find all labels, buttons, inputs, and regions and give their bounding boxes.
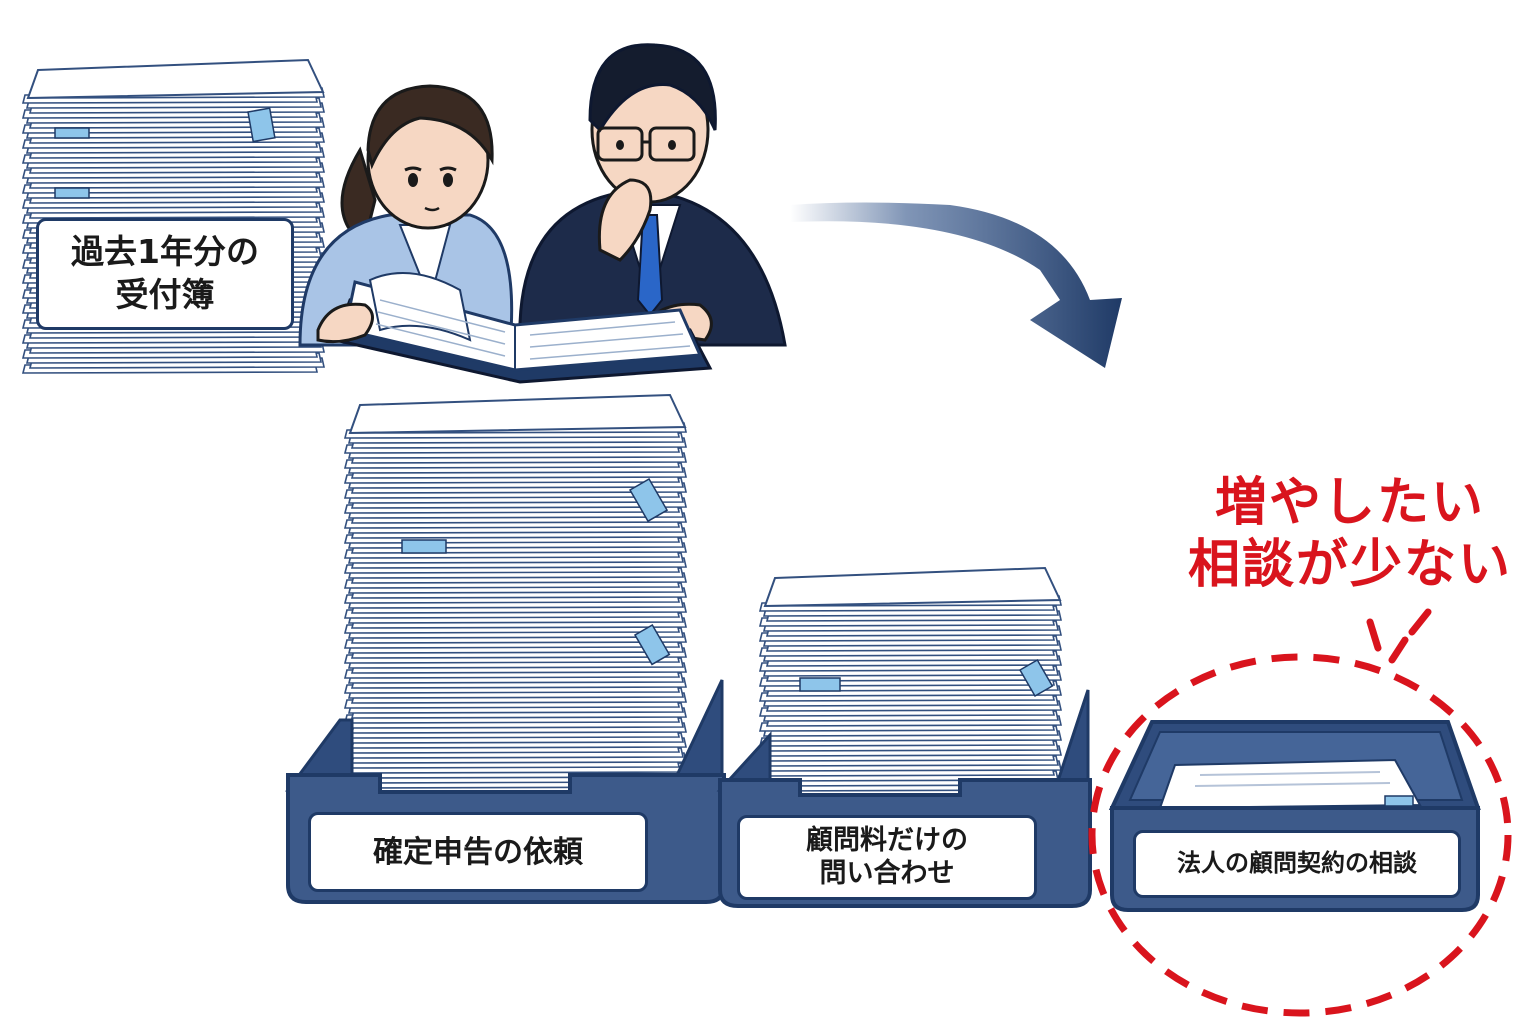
fee-inquiry-paper-stack xyxy=(758,566,1062,802)
callout-line2: 相談が少ない xyxy=(1187,535,1512,596)
ledger-label-line2: 受付簿 xyxy=(115,275,215,314)
emphasis-marks xyxy=(1366,608,1432,664)
tray-label-tax-return: 確定申告の依頼 xyxy=(308,812,648,892)
open-ledger-book xyxy=(316,271,713,384)
man-staff xyxy=(518,43,787,347)
tax-return-paper-stack xyxy=(343,393,687,804)
tray-label-tax-return-line1: 確定申告の依頼 xyxy=(373,834,583,870)
ledger-label: 過去1年分の 受付簿 xyxy=(36,218,294,330)
highlight-circle xyxy=(1088,653,1512,1017)
flow-arrow xyxy=(790,202,1122,368)
callout-line1: 増やしたい xyxy=(1214,473,1485,533)
callout-text: 増やしたい 相談が少ない xyxy=(1170,472,1530,597)
ledger-label-line1: 過去1年分の xyxy=(71,232,259,272)
tray-label-corporate: 法人の顧問契約の相談 xyxy=(1133,830,1461,898)
tray-label-fee-inquiry-line2: 問い合わせ xyxy=(819,857,955,889)
tray-label-fee-inquiry: 顧問料だけの 問い合わせ xyxy=(737,815,1037,900)
tray-label-fee-inquiry-line1: 顧問料だけの xyxy=(806,825,968,857)
tray-label-corporate-line1: 法人の顧問契約の相談 xyxy=(1177,849,1417,878)
